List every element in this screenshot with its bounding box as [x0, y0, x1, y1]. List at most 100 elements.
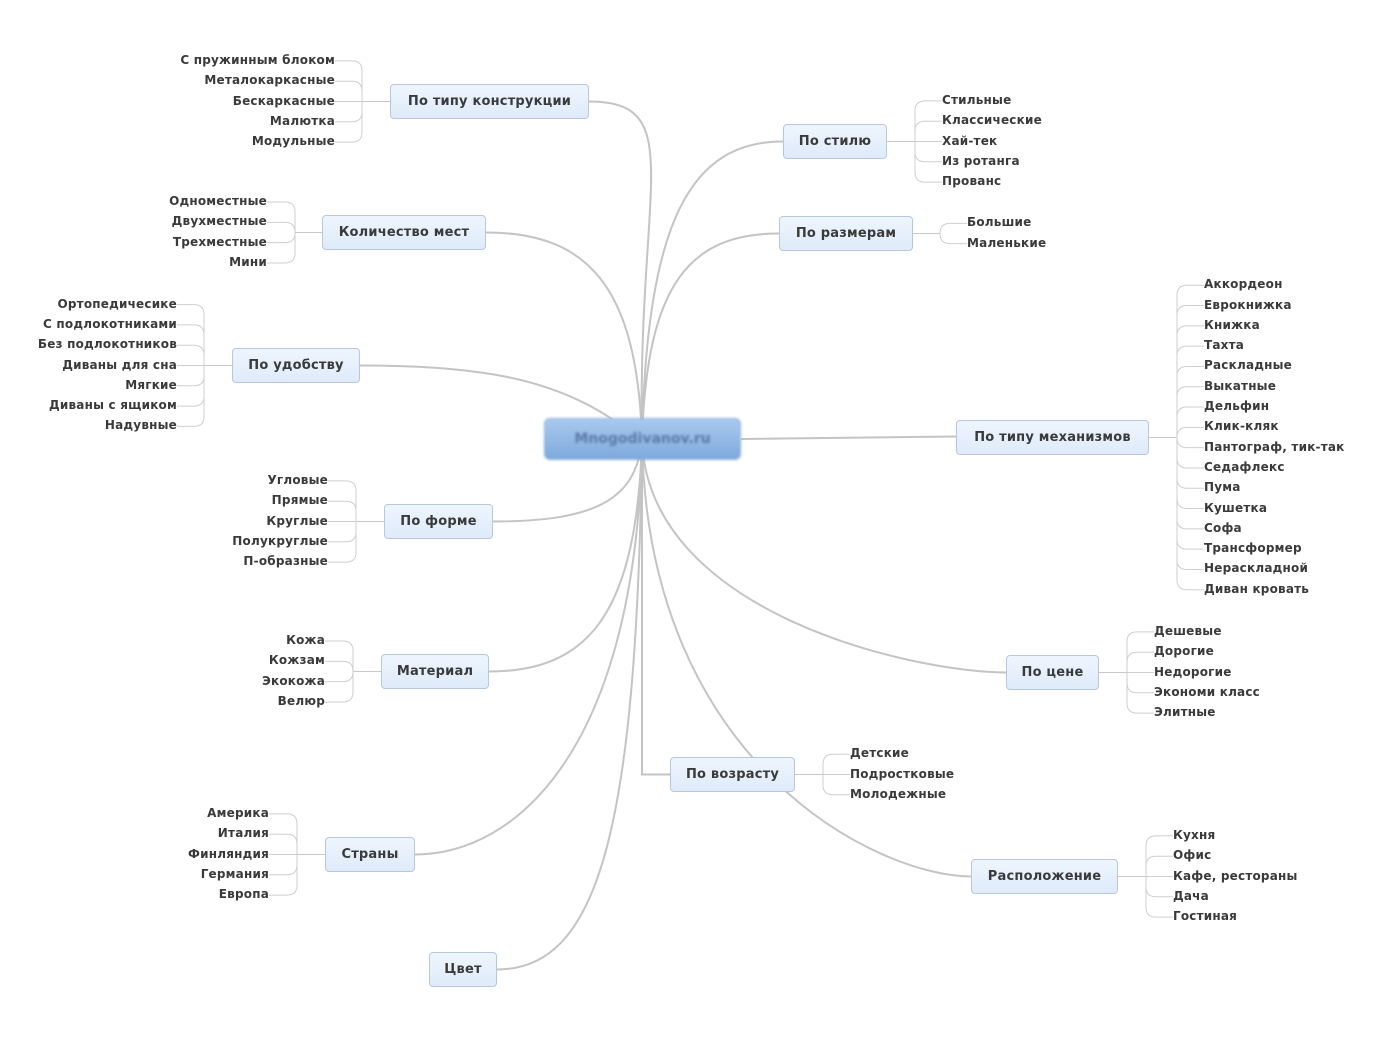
leaf-item-mechanism[interactable]: Кушетка — [1204, 500, 1268, 515]
leaf-connector — [914, 141, 942, 183]
leaf-connector — [1176, 305, 1204, 438]
leaf-item-seats[interactable]: Двухместные — [171, 214, 267, 229]
leaf-connector — [1145, 876, 1173, 918]
branch-node-price[interactable]: По цене — [1006, 655, 1099, 690]
leaf-item-countries[interactable]: Америка — [207, 805, 269, 820]
leaf-item-mechanism[interactable]: Выкатные — [1204, 378, 1277, 393]
leaf-item-age[interactable]: Молодежные — [850, 786, 947, 801]
leaf-connector — [1176, 325, 1204, 438]
leaf-connector — [1176, 345, 1204, 438]
leaf-item-price[interactable]: Элитные — [1154, 705, 1216, 720]
leaf-item-seats[interactable]: Трехместные — [172, 234, 267, 249]
leaf-item-shape[interactable]: Круглые — [266, 513, 328, 528]
leaf-item-mechanism[interactable]: Трансформер — [1204, 541, 1302, 556]
leaf-connector — [1126, 672, 1154, 714]
leaf-item-comfort[interactable]: Ортопедичесике — [57, 296, 177, 311]
leaf-connector — [335, 101, 363, 123]
leaf-item-price[interactable]: Экономи класс — [1154, 684, 1260, 699]
leaf-item-seats[interactable]: Одноместные — [169, 194, 267, 209]
leaf-item-comfort[interactable]: С подлокотниками — [43, 316, 177, 331]
leaf-item-style[interactable]: Классические — [942, 113, 1042, 128]
leaf-item-shape[interactable]: Полукруглые — [232, 533, 328, 548]
leaf-item-material[interactable]: Велюр — [277, 693, 325, 708]
leaf-connector — [335, 101, 363, 143]
leaf-item-mechanism[interactable]: Нераскладной — [1204, 561, 1309, 576]
leaf-item-material[interactable]: Кожзам — [268, 653, 325, 668]
leaf-item-shape[interactable]: Угловые — [267, 472, 328, 487]
leaf-connector — [1176, 437, 1204, 449]
leaf-item-comfort[interactable]: Надувные — [104, 418, 177, 433]
leaf-item-price[interactable]: Дешевые — [1154, 623, 1222, 638]
leaf-connector — [335, 80, 363, 102]
leaf-item-location[interactable]: Кухня — [1173, 827, 1216, 842]
leaf-item-comfort[interactable]: Диваны для сна — [62, 357, 177, 372]
leaf-item-mechanism[interactable]: Книжка — [1204, 317, 1260, 332]
leaf-item-location[interactable]: Кафе, рестораны — [1173, 868, 1298, 883]
leaf-item-seats[interactable]: Мини — [229, 254, 267, 269]
leaf-item-location[interactable]: Гостиная — [1173, 909, 1238, 924]
leaf-item-mechanism[interactable]: Тахта — [1204, 338, 1245, 353]
leaf-item-countries[interactable]: Европа — [218, 887, 269, 902]
leaf-item-mechanism[interactable]: Клик-кляк — [1204, 419, 1279, 434]
leaf-item-mechanism[interactable]: Седафлекс — [1204, 459, 1285, 474]
leaf-item-size[interactable]: Большие — [967, 215, 1032, 230]
leaf-item-mechanism[interactable]: Аккордеон — [1204, 277, 1283, 292]
leaf-item-mechanism[interactable]: Раскладные — [1204, 358, 1293, 373]
leaf-connector — [822, 774, 850, 796]
leaf-connector — [1176, 365, 1204, 438]
leaf-connector — [1126, 631, 1154, 673]
leaf-item-style[interactable]: Прованс — [942, 174, 1002, 189]
leaf-item-age[interactable]: Детские — [850, 746, 909, 761]
leaf-item-countries[interactable]: Финляндия — [188, 846, 269, 861]
leaf-item-mechanism[interactable]: Еврокнижка — [1204, 297, 1292, 312]
branch-node-color[interactable]: Цвет — [429, 952, 497, 987]
leaf-connector — [1145, 835, 1173, 877]
leaf-item-mechanism[interactable]: Дельфин — [1204, 399, 1270, 414]
leaf-item-comfort[interactable]: Мягкие — [125, 377, 177, 392]
leaf-item-comfort[interactable]: Без подлокотников — [37, 337, 177, 352]
leaf-item-price[interactable]: Дорогие — [1154, 644, 1214, 659]
branch-node-size[interactable]: По размерам — [779, 216, 913, 251]
leaf-item-location[interactable]: Дача — [1173, 888, 1209, 903]
leaf-connector — [325, 640, 354, 672]
leaf-item-style[interactable]: Стильные — [942, 92, 1012, 107]
leaf-item-comfort[interactable]: Диваны с ящиком — [49, 398, 177, 413]
branch-node-comfort[interactable]: По удобству — [232, 348, 360, 383]
root-node[interactable]: Mnogodivanov.ru — [544, 418, 741, 460]
leaf-connector — [335, 60, 363, 102]
leaf-item-type-construction[interactable]: Бескаркасные — [232, 93, 335, 108]
branch-node-location[interactable]: Расположение — [971, 859, 1118, 894]
branch-node-countries[interactable]: Страны — [325, 837, 415, 872]
leaf-item-material[interactable]: Экокожа — [261, 673, 325, 688]
branch-node-shape[interactable]: По форме — [384, 504, 493, 539]
leaf-item-countries[interactable]: Италия — [217, 826, 269, 841]
leaf-connector — [269, 854, 298, 896]
leaf-item-material[interactable]: Кожа — [286, 633, 325, 648]
leaf-item-mechanism[interactable]: Софа — [1204, 520, 1242, 535]
leaf-item-type-construction[interactable]: С пружинным блоком — [180, 52, 335, 67]
branch-node-mechanism[interactable]: По типу механизмов — [956, 420, 1149, 455]
leaf-item-shape[interactable]: П-образные — [243, 554, 328, 569]
leaf-item-style[interactable]: Хай-тек — [942, 133, 998, 148]
leaf-item-mechanism[interactable]: Диван кровать — [1204, 581, 1310, 596]
leaf-item-style[interactable]: Из ротанга — [942, 153, 1020, 168]
leaf-item-countries[interactable]: Германия — [200, 866, 269, 881]
branch-node-style[interactable]: По стилю — [783, 124, 887, 159]
leaf-item-mechanism[interactable]: Пума — [1204, 480, 1241, 495]
leaf-item-type-construction[interactable]: Малютка — [269, 113, 335, 128]
leaf-item-price[interactable]: Недорогие — [1154, 664, 1232, 679]
leaf-item-age[interactable]: Подростковые — [850, 766, 955, 781]
leaf-item-mechanism[interactable]: Пантограф, тик-так — [1204, 439, 1345, 454]
leaf-item-location[interactable]: Офис — [1173, 848, 1212, 863]
branch-node-age[interactable]: По возрасту — [670, 757, 795, 792]
branch-node-type-construction[interactable]: По типу конструкции — [390, 84, 589, 119]
leaf-item-size[interactable]: Маленькие — [967, 235, 1047, 250]
leaf-connector — [267, 221, 296, 233]
leaf-item-type-construction[interactable]: Модульные — [251, 134, 335, 149]
branch-node-seats[interactable]: Количество мест — [322, 215, 486, 250]
leaf-item-type-construction[interactable]: Металокаркасные — [204, 73, 335, 88]
branch-connector-seats — [485, 231, 643, 440]
branch-node-material[interactable]: Материал — [381, 654, 489, 689]
leaf-connector — [1176, 437, 1204, 510]
leaf-item-shape[interactable]: Прямые — [271, 493, 328, 508]
